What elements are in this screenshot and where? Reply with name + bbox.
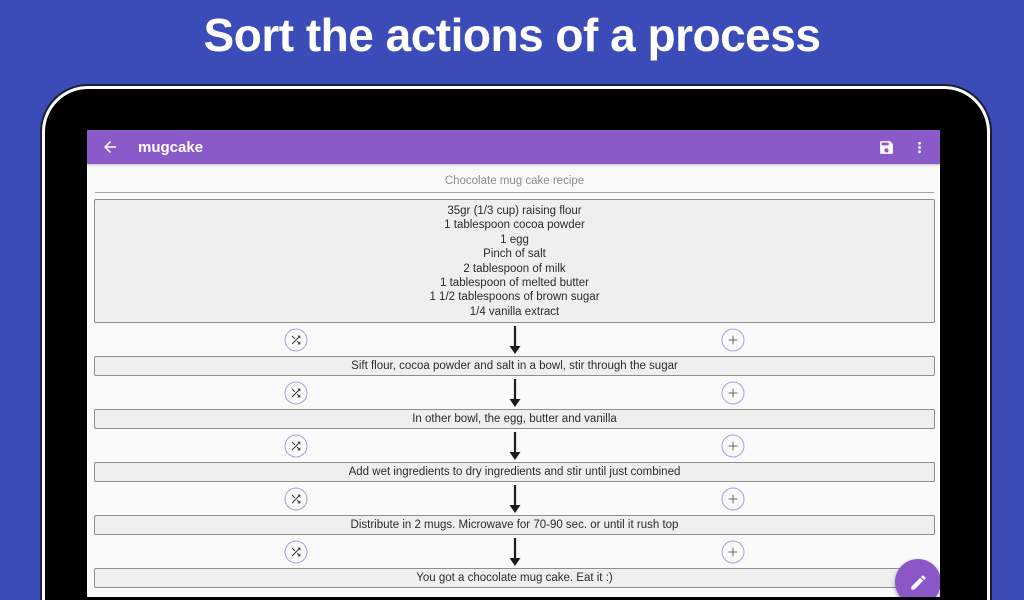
arrow-left-icon — [101, 138, 119, 156]
shuffle-icon — [289, 492, 302, 505]
page-title: Sort the actions of a process — [203, 9, 821, 61]
swap-steps-button[interactable] — [284, 381, 308, 405]
swap-steps-button[interactable] — [284, 434, 308, 458]
app-toolbar: mugcake — [87, 130, 940, 164]
shuffle-icon — [289, 439, 302, 452]
step-box[interactable]: Sift flour, cocoa powder and salt in a b… — [94, 356, 935, 377]
ingredient-line: 35gr (1/3 cup) raising flour — [447, 205, 582, 217]
pencil-icon — [909, 573, 928, 592]
plus-icon — [726, 544, 741, 559]
swap-steps-button[interactable] — [284, 540, 308, 564]
step-box[interactable]: Add wet ingredients to dry ingredients a… — [94, 462, 935, 483]
step-box[interactable]: You got a chocolate mug cake. Eat it :) — [94, 568, 935, 589]
swap-steps-button[interactable] — [284, 487, 308, 511]
arrow-down-icon — [507, 431, 523, 461]
arrow-down-icon — [507, 537, 523, 567]
add-step-button[interactable] — [721, 540, 745, 564]
ingredient-line: 2 tablespoon of milk — [463, 262, 566, 275]
ingredient-line: 1 egg — [500, 233, 529, 246]
floppy-disk-icon — [878, 139, 895, 156]
plus-icon — [726, 332, 741, 347]
shuffle-icon — [289, 333, 302, 346]
add-step-button[interactable] — [721, 434, 745, 458]
save-button[interactable] — [878, 139, 895, 156]
plus-icon — [726, 385, 741, 400]
connector-row — [94, 429, 935, 462]
connector-row — [94, 323, 935, 356]
ingredients-box[interactable]: 35gr (1/3 cup) raising flour 1 tablespoo… — [94, 199, 935, 324]
add-step-button[interactable] — [721, 487, 745, 511]
ingredient-line: Pinch of salt — [483, 248, 546, 261]
connector-row — [94, 535, 935, 568]
plus-icon — [726, 491, 741, 506]
add-step-button[interactable] — [721, 328, 745, 352]
ingredient-line: 1/4 vanilla extract — [469, 305, 560, 318]
back-button[interactable] — [101, 138, 119, 156]
connector-row — [94, 376, 935, 409]
overflow-menu-button[interactable] — [911, 139, 928, 156]
step-box[interactable]: In other bowl, the egg, butter and vanil… — [94, 409, 935, 430]
tablet-frame: mugcake Chocolate mug cake recipe 35gr (… — [42, 86, 990, 600]
app-screen: mugcake Chocolate mug cake recipe 35gr (… — [87, 130, 940, 597]
shuffle-icon — [289, 545, 302, 558]
shuffle-icon — [289, 386, 302, 399]
step-box[interactable]: Distribute in 2 mugs. Microwave for 70-9… — [94, 515, 935, 536]
vertical-ellipsis-icon — [911, 139, 928, 156]
plus-icon — [726, 438, 741, 453]
arrow-down-icon — [507, 325, 523, 355]
ingredient-line: 1 tablespoon of melted butter — [440, 277, 589, 290]
ingredient-line: 1 1/2 tablespoons of brown sugar — [429, 291, 600, 304]
add-step-button[interactable] — [721, 381, 745, 405]
process-title: Chocolate mug cake recipe — [95, 175, 934, 193]
arrow-down-icon — [507, 484, 523, 514]
process-editor: Chocolate mug cake recipe 35gr (1/3 cup)… — [87, 164, 940, 589]
connector-row — [94, 482, 935, 515]
ingredient-line: 1 tablespoon cocoa powder — [444, 219, 585, 232]
swap-steps-button[interactable] — [284, 328, 308, 352]
arrow-down-icon — [507, 378, 523, 408]
toolbar-title: mugcake — [138, 138, 204, 156]
edit-fab[interactable] — [895, 559, 940, 597]
